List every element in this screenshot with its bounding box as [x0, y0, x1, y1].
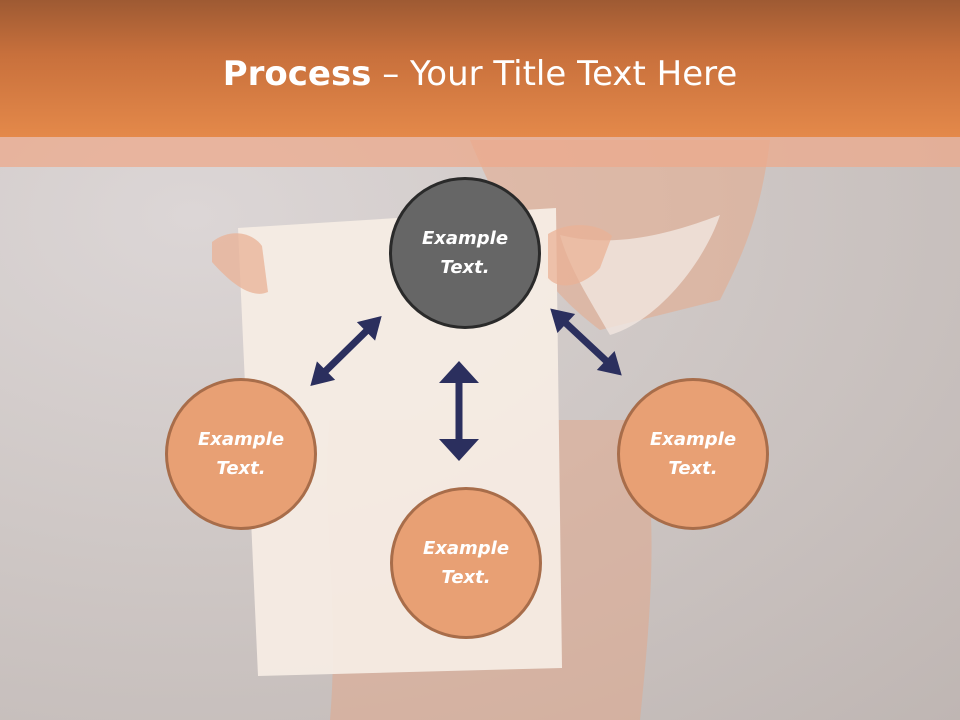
center-node-line1: Example: [421, 228, 509, 249]
arrow-center-bottom: [439, 361, 479, 461]
title-band: [0, 137, 960, 167]
center-node-line2: Text.: [440, 257, 490, 278]
left-node-line1: Example: [197, 429, 285, 450]
title-strong: Process: [222, 54, 372, 94]
bottom-node-line2: Text.: [441, 567, 491, 588]
arrow-center-left: [310, 315, 382, 387]
bottom-node: Example Text.: [390, 487, 542, 639]
center-node: Example Text.: [389, 177, 541, 329]
title-rest: – Your Title Text Here: [371, 54, 738, 94]
right-hand: [548, 225, 612, 286]
title-bar: [0, 0, 960, 137]
figure-torso: [470, 140, 770, 330]
left-node-text: Example Text.: [181, 425, 301, 483]
left-node: Example Text.: [165, 378, 317, 530]
bottom-node-line1: Example: [422, 538, 510, 559]
right-node-text: Example Text.: [633, 425, 753, 483]
bottom-node-text: Example Text.: [406, 534, 526, 592]
left-hand: [212, 233, 268, 294]
center-node-text: Example Text.: [405, 224, 525, 282]
slide-title: Process – Your Title Text Here: [0, 52, 960, 96]
right-node-line1: Example: [649, 429, 737, 450]
right-node: Example Text.: [617, 378, 769, 530]
arrow-center-right: [550, 308, 622, 376]
right-node-line2: Text.: [668, 458, 718, 479]
left-node-line2: Text.: [216, 458, 266, 479]
